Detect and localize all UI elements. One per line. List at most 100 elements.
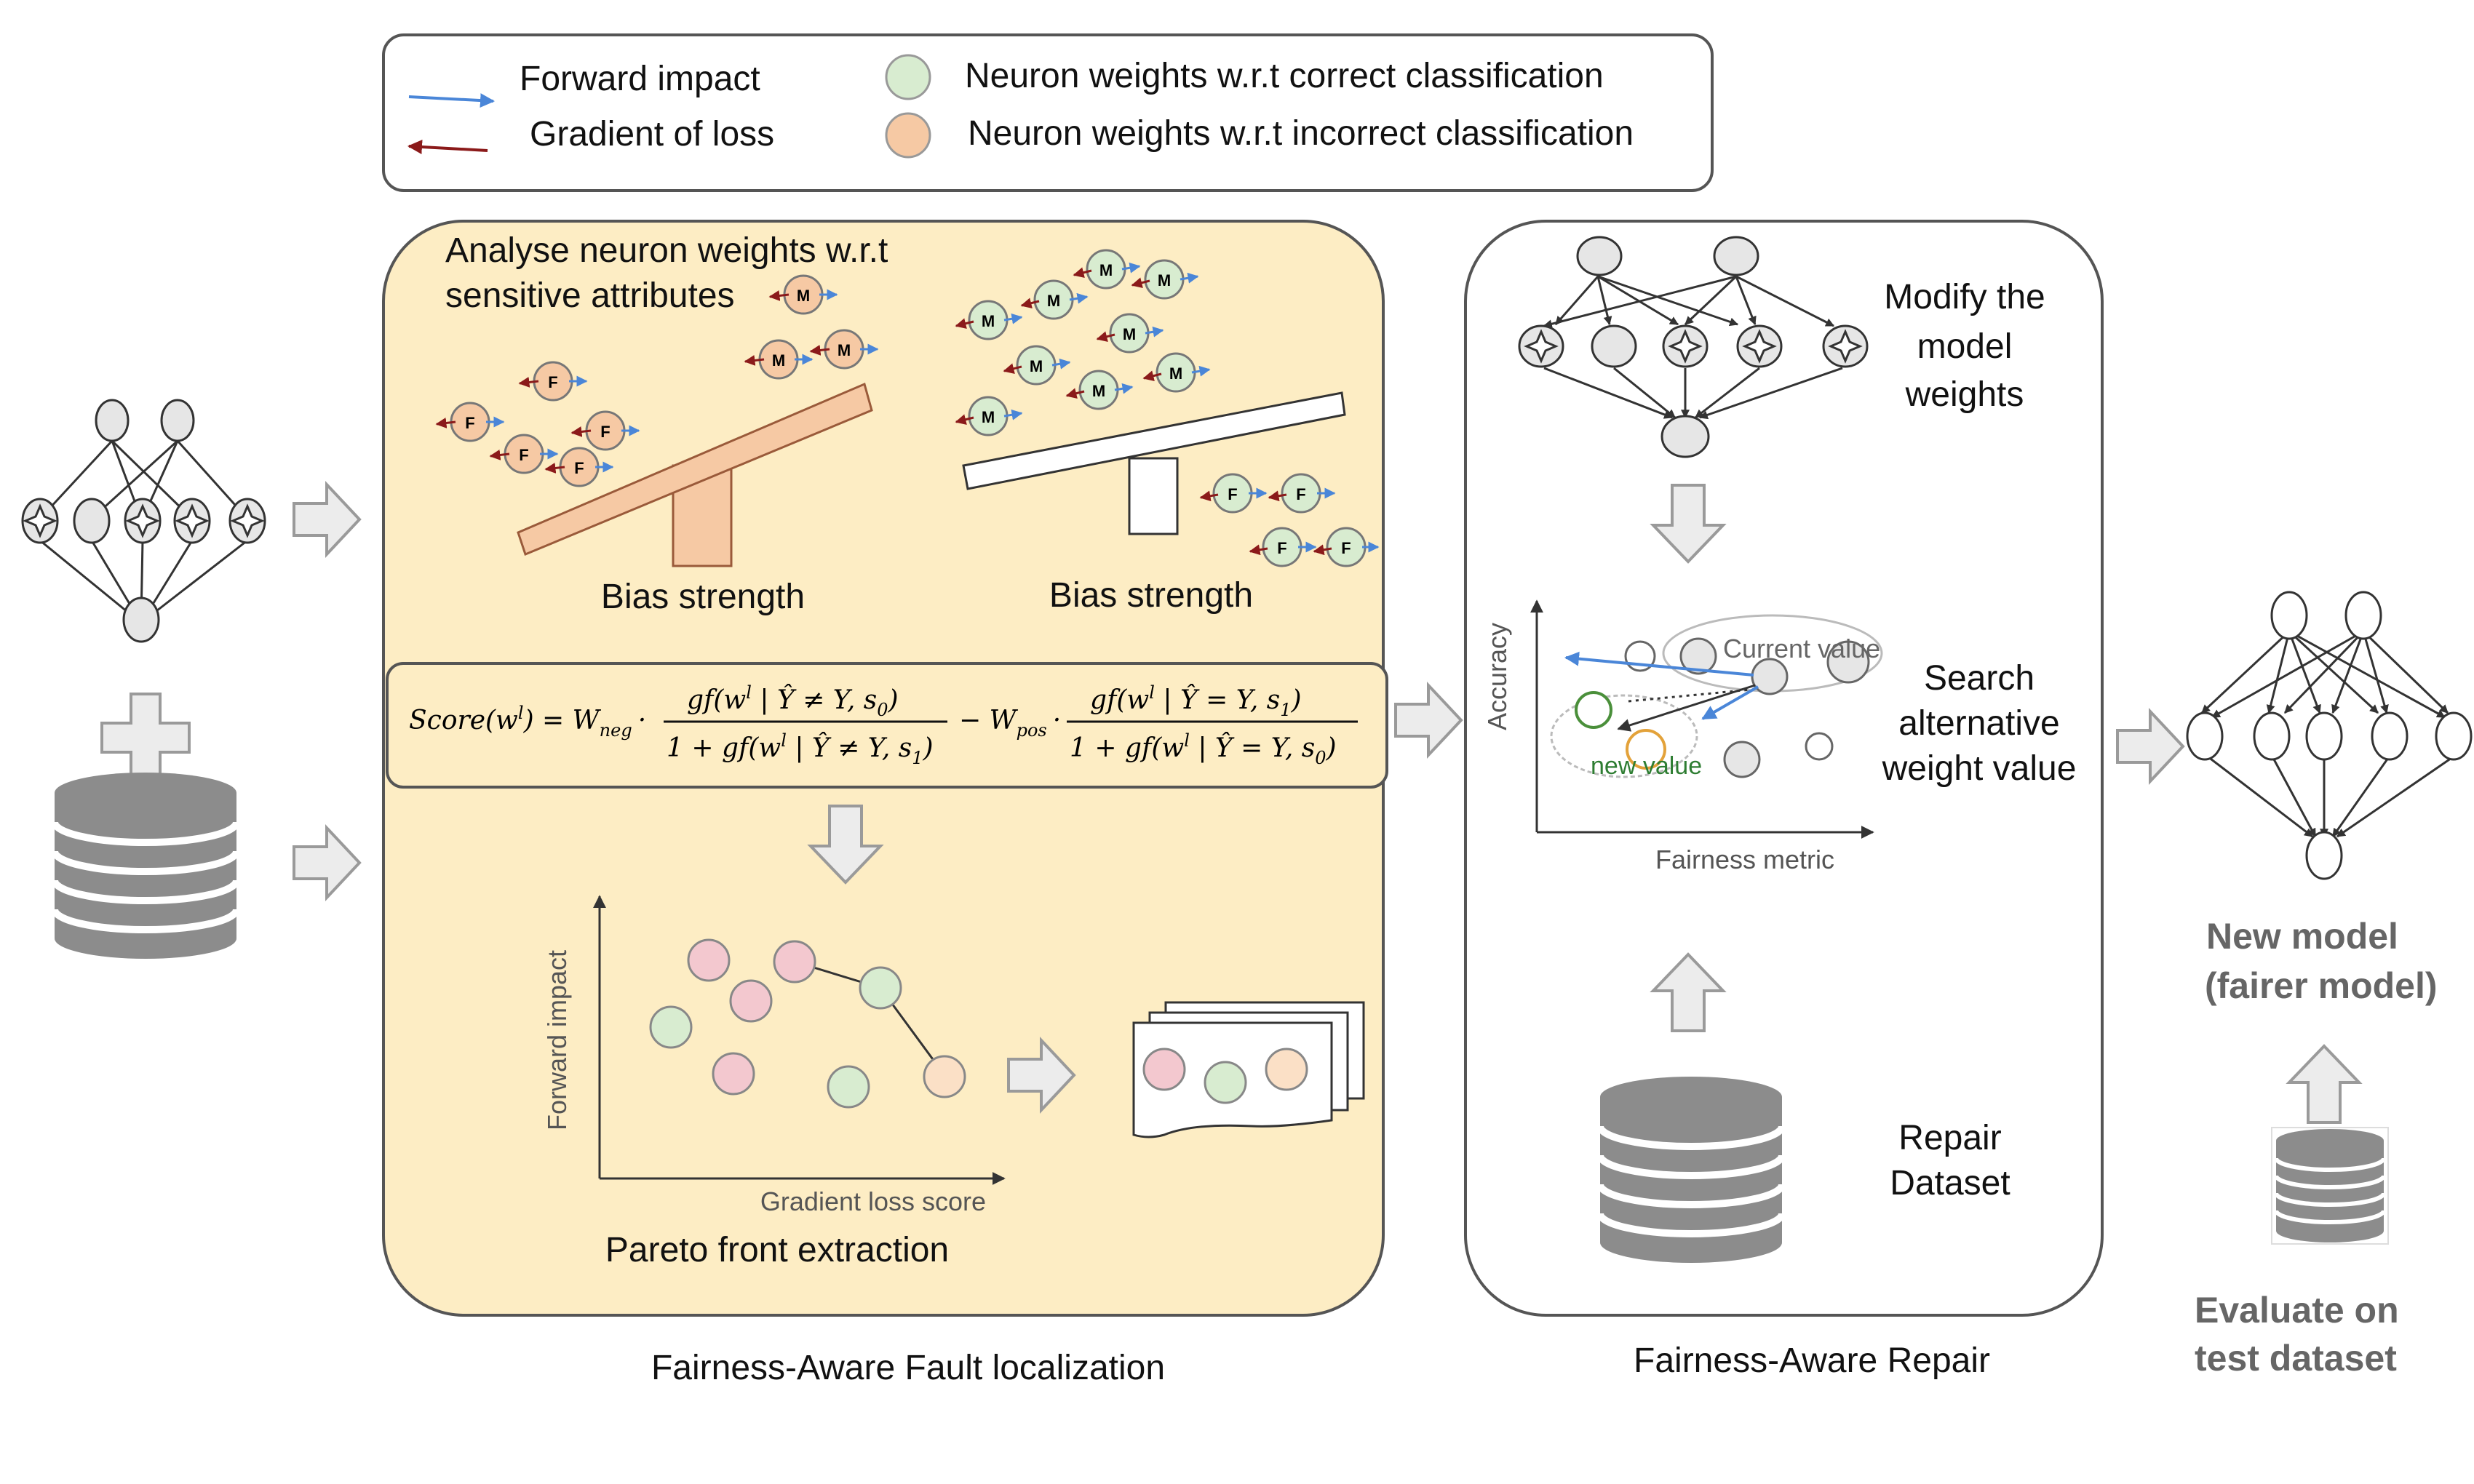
selected-weight-dot: [1265, 1048, 1308, 1091]
neuron-f: F: [1313, 527, 1380, 567]
repair-network-edges: [1543, 267, 1843, 420]
neuron-m: M: [809, 329, 879, 370]
input-dataset-icon: [55, 773, 236, 959]
svg-text:M: M: [1047, 292, 1060, 310]
svg-text:M: M: [1169, 364, 1182, 383]
legend-incorrect-label: Neuron weights w.r.t incorrect classific…: [968, 114, 1634, 153]
localization-panel: Analyse neuron weights w.r.t sensitive a…: [382, 220, 1388, 1317]
modify-line3: weights: [1905, 375, 2024, 414]
repair-dataset-icon: [1600, 1077, 1782, 1263]
modify-line2: model: [1917, 327, 2013, 366]
arrow-data-to-localization: [293, 826, 361, 899]
svg-text:M: M: [838, 341, 851, 359]
localization-section-title: Fairness-Aware Fault localization: [651, 1349, 1165, 1387]
neuron-m: M: [1131, 259, 1199, 300]
svg-text:F: F: [600, 423, 610, 441]
analyse-heading-line1: Analyse neuron weights w.r.t: [445, 231, 888, 270]
svg-text:F: F: [548, 373, 557, 391]
neuron-f: F: [1268, 473, 1336, 514]
pareto-point: [687, 938, 731, 982]
pareto-x-label: Gradient loss score: [760, 1186, 986, 1216]
arrow-repair-to-output: [2116, 710, 2184, 783]
pareto-point: [859, 966, 902, 1010]
svg-text:F: F: [1277, 539, 1286, 557]
neuron-f: F: [489, 434, 559, 474]
fairness-axis-label: Fairness metric: [1655, 845, 1834, 874]
svg-text:F: F: [574, 459, 584, 477]
neuron-f: F: [544, 447, 614, 487]
score-formula: Score(wl) = Wneg· gf(wl | Ŷ ≠ Y, s0) 1 +…: [386, 662, 1388, 789]
formula-den2: 1 + gf(wl | Ŷ = Y, s0): [1070, 730, 1337, 768]
neuron-m: M: [955, 396, 1023, 436]
search-line1: Search: [1924, 659, 2035, 698]
neuron-m: M: [1020, 279, 1089, 320]
svg-text:M: M: [772, 351, 785, 370]
pareto-point: [827, 1065, 870, 1109]
svg-text:M: M: [1158, 271, 1171, 290]
neuron-f: F: [435, 402, 505, 442]
legend-box: [382, 33, 1714, 192]
new-model-line1: New model: [2206, 916, 2398, 957]
pareto-point: [712, 1052, 755, 1096]
seesaw-left-beam: [517, 382, 873, 556]
legend: Forward impact Gradient of loss Neuron w…: [382, 33, 1714, 192]
svg-text:M: M: [1099, 261, 1113, 279]
svg-text:M: M: [797, 287, 810, 305]
seesaw-right-fulcrum: [1128, 457, 1179, 535]
biased-neurons-left: M M M F F F F F: [435, 274, 879, 487]
svg-text:M: M: [1123, 325, 1136, 343]
current-value-label: Current value: [1723, 634, 1880, 663]
pareto-caption: Pareto front extraction: [605, 1231, 949, 1269]
neuron-m: M: [1003, 345, 1071, 386]
selected-weights-cards: [1132, 1001, 1365, 1138]
gradient-arrow-icon: [407, 140, 488, 154]
formula-lhs: Score(wl) = Wneg·: [409, 703, 646, 741]
bias-strength-left-label: Bias strength: [601, 578, 805, 616]
search-plot: Accuracy Fairness metric Current value n…: [1482, 599, 1883, 874]
modify-line1: Modify the: [1884, 278, 2045, 316]
evaluate-line2: test dataset: [2195, 1338, 2397, 1379]
svg-text:F: F: [465, 414, 474, 432]
legend-forward-label: Forward impact: [520, 60, 760, 98]
formula-num1: gf(wl | Ŷ ≠ Y, s0): [687, 682, 899, 720]
formula-num2: gf(wl | Ŷ = Y, s1): [1090, 682, 1302, 720]
pareto-point: [649, 1005, 693, 1049]
svg-text:M: M: [982, 408, 995, 426]
accuracy-axis-label: Accuracy: [1482, 623, 1512, 730]
unbiased-neurons-right: M M M M M M M M M F F F F: [955, 249, 1380, 567]
formula-minus: − Wpos·: [959, 706, 1061, 741]
arrow-net-to-localization: [293, 483, 361, 556]
new-value-point: [1626, 729, 1666, 770]
arrow-localization-to-repair: [1394, 684, 1463, 757]
new-value-region: [1550, 694, 1698, 778]
neuron-m: M: [1065, 370, 1134, 410]
current-value-point: [1751, 658, 1789, 695]
evaluate-line1: Evaluate on: [2195, 1290, 2399, 1331]
neuron-m: M: [744, 339, 814, 380]
neuron-m: M: [1073, 249, 1141, 290]
svg-text:F: F: [519, 446, 528, 464]
neuron-f: F: [570, 410, 640, 451]
analyse-heading-line2: sensitive attributes: [445, 276, 735, 315]
plus-icon: [100, 693, 191, 783]
pareto-y-label: Forward impact: [542, 950, 572, 1130]
seesaw-right-beam: [962, 391, 1346, 490]
neuron-f: F: [1249, 527, 1317, 567]
forward-arrow-icon: [408, 93, 495, 108]
search-line3: weight value: [1882, 749, 2077, 788]
test-dataset-icon: [2271, 1127, 2389, 1245]
pareto-point: [773, 940, 816, 984]
correct-neuron-icon: [885, 54, 931, 100]
repair-dataset-line1: Repair: [1898, 1119, 2001, 1157]
neuron-m: M: [1142, 352, 1211, 393]
svg-text:M: M: [1030, 357, 1043, 375]
repair-panel: Modify the model weights Accuracy Fairne…: [1464, 220, 2104, 1317]
neuron-f: F: [1199, 473, 1268, 514]
search-line2: alternative: [1898, 704, 2059, 743]
legend-correct-label: Neuron weights w.r.t correct classificat…: [965, 57, 1604, 95]
svg-text:M: M: [1092, 382, 1105, 400]
new-value-label: new value: [1591, 752, 1702, 780]
arrow-test-to-model: [2288, 1045, 2360, 1124]
